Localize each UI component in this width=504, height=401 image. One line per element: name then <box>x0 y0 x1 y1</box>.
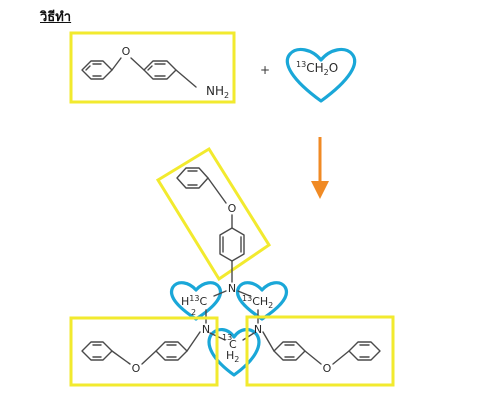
formaldehyde-heart-highlight <box>285 47 357 103</box>
right-ch2-heart-highlight <box>236 281 288 321</box>
oxygen-label: O <box>122 45 131 58</box>
product-left-arm-highlight-box <box>69 316 219 387</box>
left-ch2-label: H13C <box>181 294 207 308</box>
svg-text:O: O <box>228 202 237 215</box>
bottom-ch2-iso: 13 <box>222 333 232 342</box>
left-ch2-heart-highlight <box>170 281 222 321</box>
svg-text:O: O <box>323 362 332 375</box>
svg-text:2: 2 <box>191 308 196 317</box>
bottom-ch2-h: H2 <box>226 349 239 364</box>
product-top-arm: O <box>176 167 245 283</box>
right-nitrogen: N <box>254 323 262 336</box>
product-top-arm-highlight-box <box>155 146 272 282</box>
center-nitrogen: N <box>228 282 236 295</box>
left-nitrogen: N <box>202 323 210 336</box>
right-ch2-label: 13CH2 <box>242 294 273 310</box>
plus-sign: + <box>260 63 270 77</box>
page-title: วิธีทำ <box>40 10 72 25</box>
amine-label: NH2 <box>206 84 229 100</box>
svg-text:O: O <box>132 362 141 375</box>
reactant-highlight-box <box>69 31 236 104</box>
bottom-ch2-c: C <box>229 338 237 351</box>
reactant-phenoxyaniline: O NH2 <box>81 45 229 100</box>
product-left-arm: O <box>81 331 201 375</box>
product-right-arm: O <box>262 331 381 375</box>
reagent-formula: 13CH2O <box>296 60 338 77</box>
product-right-arm-highlight-box <box>245 315 395 387</box>
